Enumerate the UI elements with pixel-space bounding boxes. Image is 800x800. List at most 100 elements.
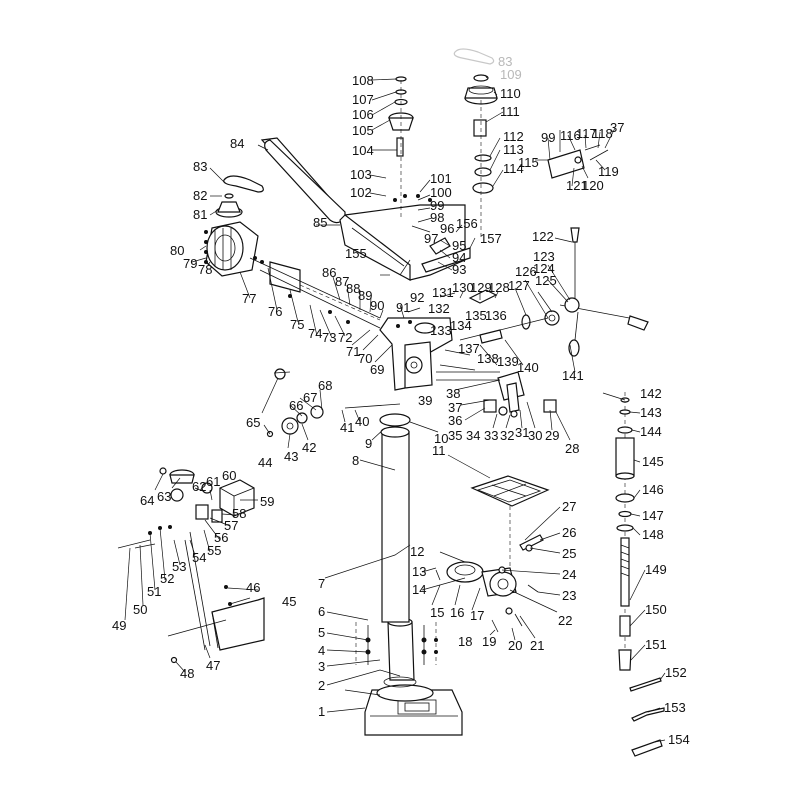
part-label-85: 85: [313, 215, 327, 230]
part-label-99: 99: [430, 198, 444, 213]
part-label-81: 81: [193, 207, 207, 222]
part-label-152: 152: [665, 665, 687, 680]
part-label-74: 74: [308, 326, 322, 341]
part-label-59: 59: [260, 494, 274, 509]
part-label-45: 45: [282, 594, 296, 609]
part-label-7: 7: [318, 576, 325, 591]
part-label-149: 149: [645, 562, 667, 577]
depth-gauge-parts: [436, 371, 557, 418]
part-label-75: 75: [290, 317, 304, 332]
part-label-116: 116: [560, 128, 581, 143]
part-label-150: 150: [645, 602, 667, 617]
part-label-130: 130: [452, 280, 474, 295]
belts: [223, 48, 495, 193]
part-label-106: 106: [352, 107, 374, 122]
part-label-91: 91: [396, 300, 410, 315]
part-label-34: 34: [466, 428, 480, 443]
part-label-48: 48: [180, 666, 194, 681]
part-label-67: 67: [303, 390, 317, 405]
part-label-147: 147: [642, 508, 664, 523]
part-label-101: 101: [430, 171, 452, 186]
motor-mount-rails: [249, 256, 381, 329]
leader-lines-upper: [191, 74, 616, 363]
part-label-69: 69: [370, 362, 384, 377]
part-label-100: 100: [430, 185, 452, 200]
part-label-71: 71: [346, 344, 360, 359]
part-label-77: 77: [242, 291, 256, 306]
part-label-42: 42: [302, 440, 316, 455]
part-label-144: 144: [640, 424, 662, 439]
part-label-64: 64: [140, 493, 154, 508]
leader-lines: [124, 339, 666, 743]
part-label-87: 87: [335, 274, 349, 289]
part-label-54: 54: [192, 550, 206, 565]
part-label-102: 102: [350, 185, 372, 200]
part-label-86: 86: [322, 265, 336, 280]
work-table: [470, 475, 550, 580]
part-label-121: 121: [566, 178, 588, 193]
part-label-125: 125: [535, 273, 557, 288]
part-label-65: 65: [246, 415, 260, 430]
motor: [204, 221, 259, 277]
part-label-43: 43: [284, 449, 298, 464]
part-label-66: 66: [289, 398, 303, 413]
part-label-97: 97: [424, 231, 438, 246]
part-label-6: 6: [318, 604, 325, 619]
part-label-51: 51: [147, 584, 161, 599]
part-label-57: 57: [224, 518, 238, 533]
part-label-156: 156: [456, 216, 478, 231]
table-bracket: [446, 561, 517, 597]
part-label-84: 84: [230, 136, 244, 151]
feed-hub-parts: [159, 467, 195, 502]
part-label-21: 21: [530, 638, 544, 653]
part-label-37-upper: 37: [610, 120, 624, 135]
part-label-14: 14: [412, 582, 426, 597]
drill-base: [364, 684, 463, 736]
part-label-25: 25: [562, 546, 576, 561]
part-label-153: 153: [664, 700, 686, 715]
part-label-110: 110: [500, 86, 521, 101]
part-label-140: 140: [517, 360, 539, 375]
part-label-137: 137: [458, 341, 480, 356]
part-label-17: 17: [470, 608, 484, 623]
part-label-68: 68: [318, 378, 332, 393]
column-support: [383, 617, 417, 688]
part-label-115: 115: [518, 155, 539, 170]
part-label-133: 133: [430, 323, 452, 338]
part-label-99-upper: 99: [541, 130, 555, 145]
part-label-145: 145: [642, 454, 664, 469]
part-label-95: 95: [452, 238, 466, 253]
part-label-24: 24: [562, 567, 576, 582]
part-label-103: 103: [350, 167, 372, 182]
part-label-132: 132: [428, 301, 450, 316]
part-label-30: 30: [528, 428, 542, 443]
part-label-128: 128: [488, 280, 510, 295]
chuck-guard: [211, 585, 265, 651]
part-label-94: 94: [452, 250, 466, 265]
part-label-134: 134: [450, 318, 472, 333]
part-label-41: 41: [340, 420, 354, 435]
part-label-126: 126: [515, 264, 537, 279]
part-label-19: 19: [482, 634, 496, 649]
part-label-63: 63: [157, 489, 171, 504]
feed-handle-assembly: [459, 227, 649, 357]
part-label-139: 139: [497, 354, 519, 369]
part-label-119: 119: [598, 164, 619, 179]
part-label-62: 62: [192, 479, 206, 494]
part-label-135: 135: [465, 308, 487, 323]
part-label-80: 80: [170, 243, 184, 258]
part-label-12: 12: [410, 544, 424, 559]
part-label-129: 129: [470, 280, 492, 295]
part-label-105: 105: [352, 123, 374, 138]
part-label-120: 120: [582, 178, 604, 193]
part-label-35: 35: [448, 428, 462, 443]
part-label-60: 60: [222, 468, 236, 483]
part-label-33: 33: [484, 428, 498, 443]
part-label-136: 136: [485, 308, 507, 323]
part-label-154: 154: [668, 732, 690, 747]
part-label-108: 108: [352, 73, 374, 88]
part-label-9: 9: [365, 436, 372, 451]
part-label-4: 4: [318, 643, 325, 658]
base-bolts: [355, 622, 438, 665]
part-label-18: 18: [458, 634, 472, 649]
